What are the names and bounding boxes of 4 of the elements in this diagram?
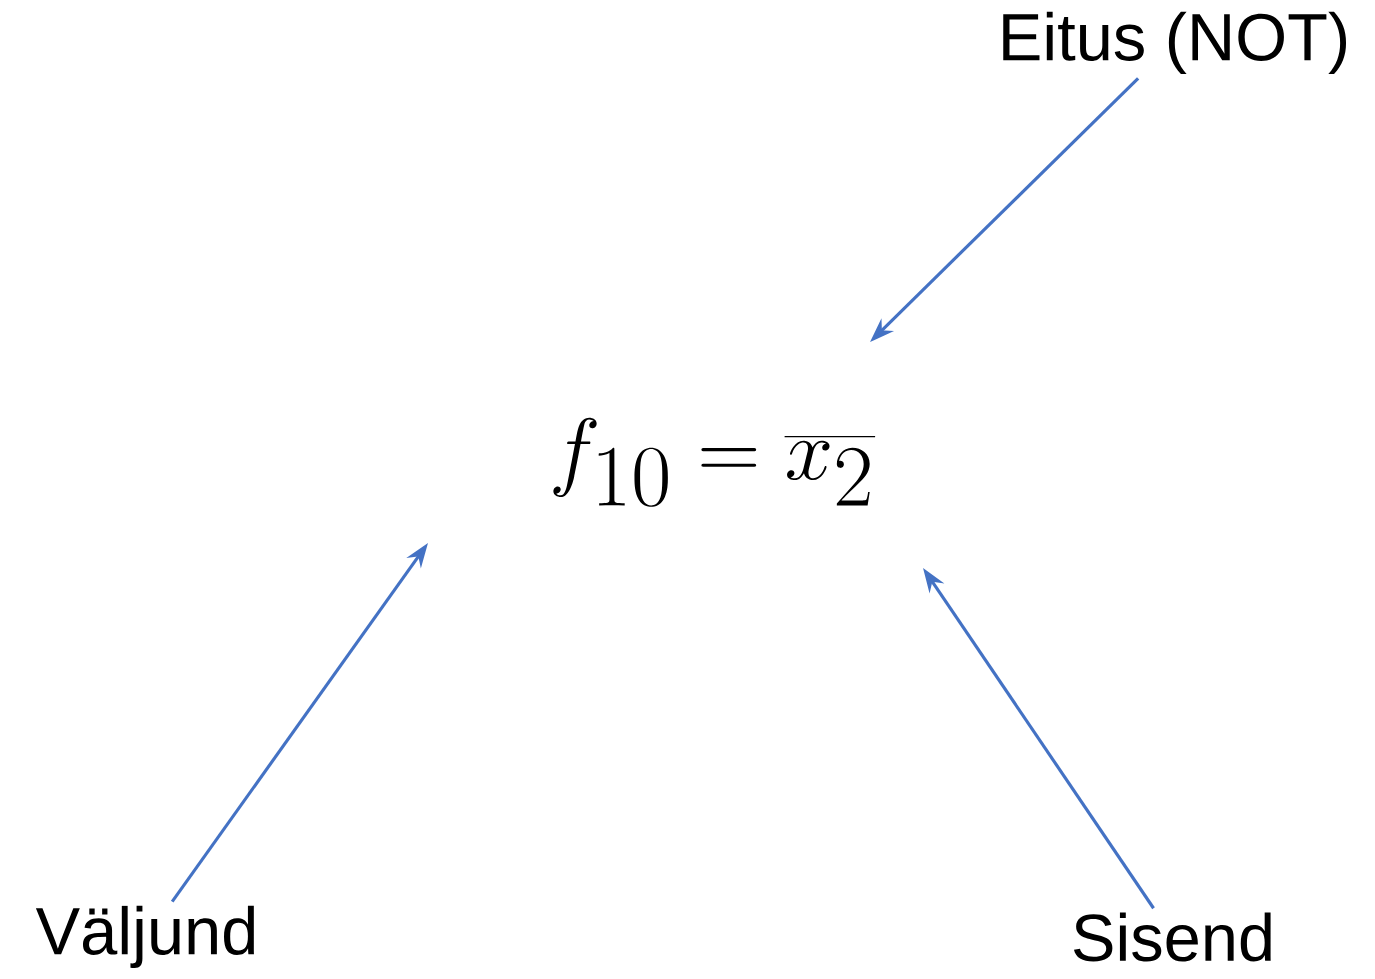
caption-text: Sisend [1073,912,1271,962]
caption-text: Väljund [35,905,254,969]
caption-text: Eitus (NOT) [1003,11,1347,75]
formula: $f_{10} = \overline{x_{2}}$ [553,417,876,507]
